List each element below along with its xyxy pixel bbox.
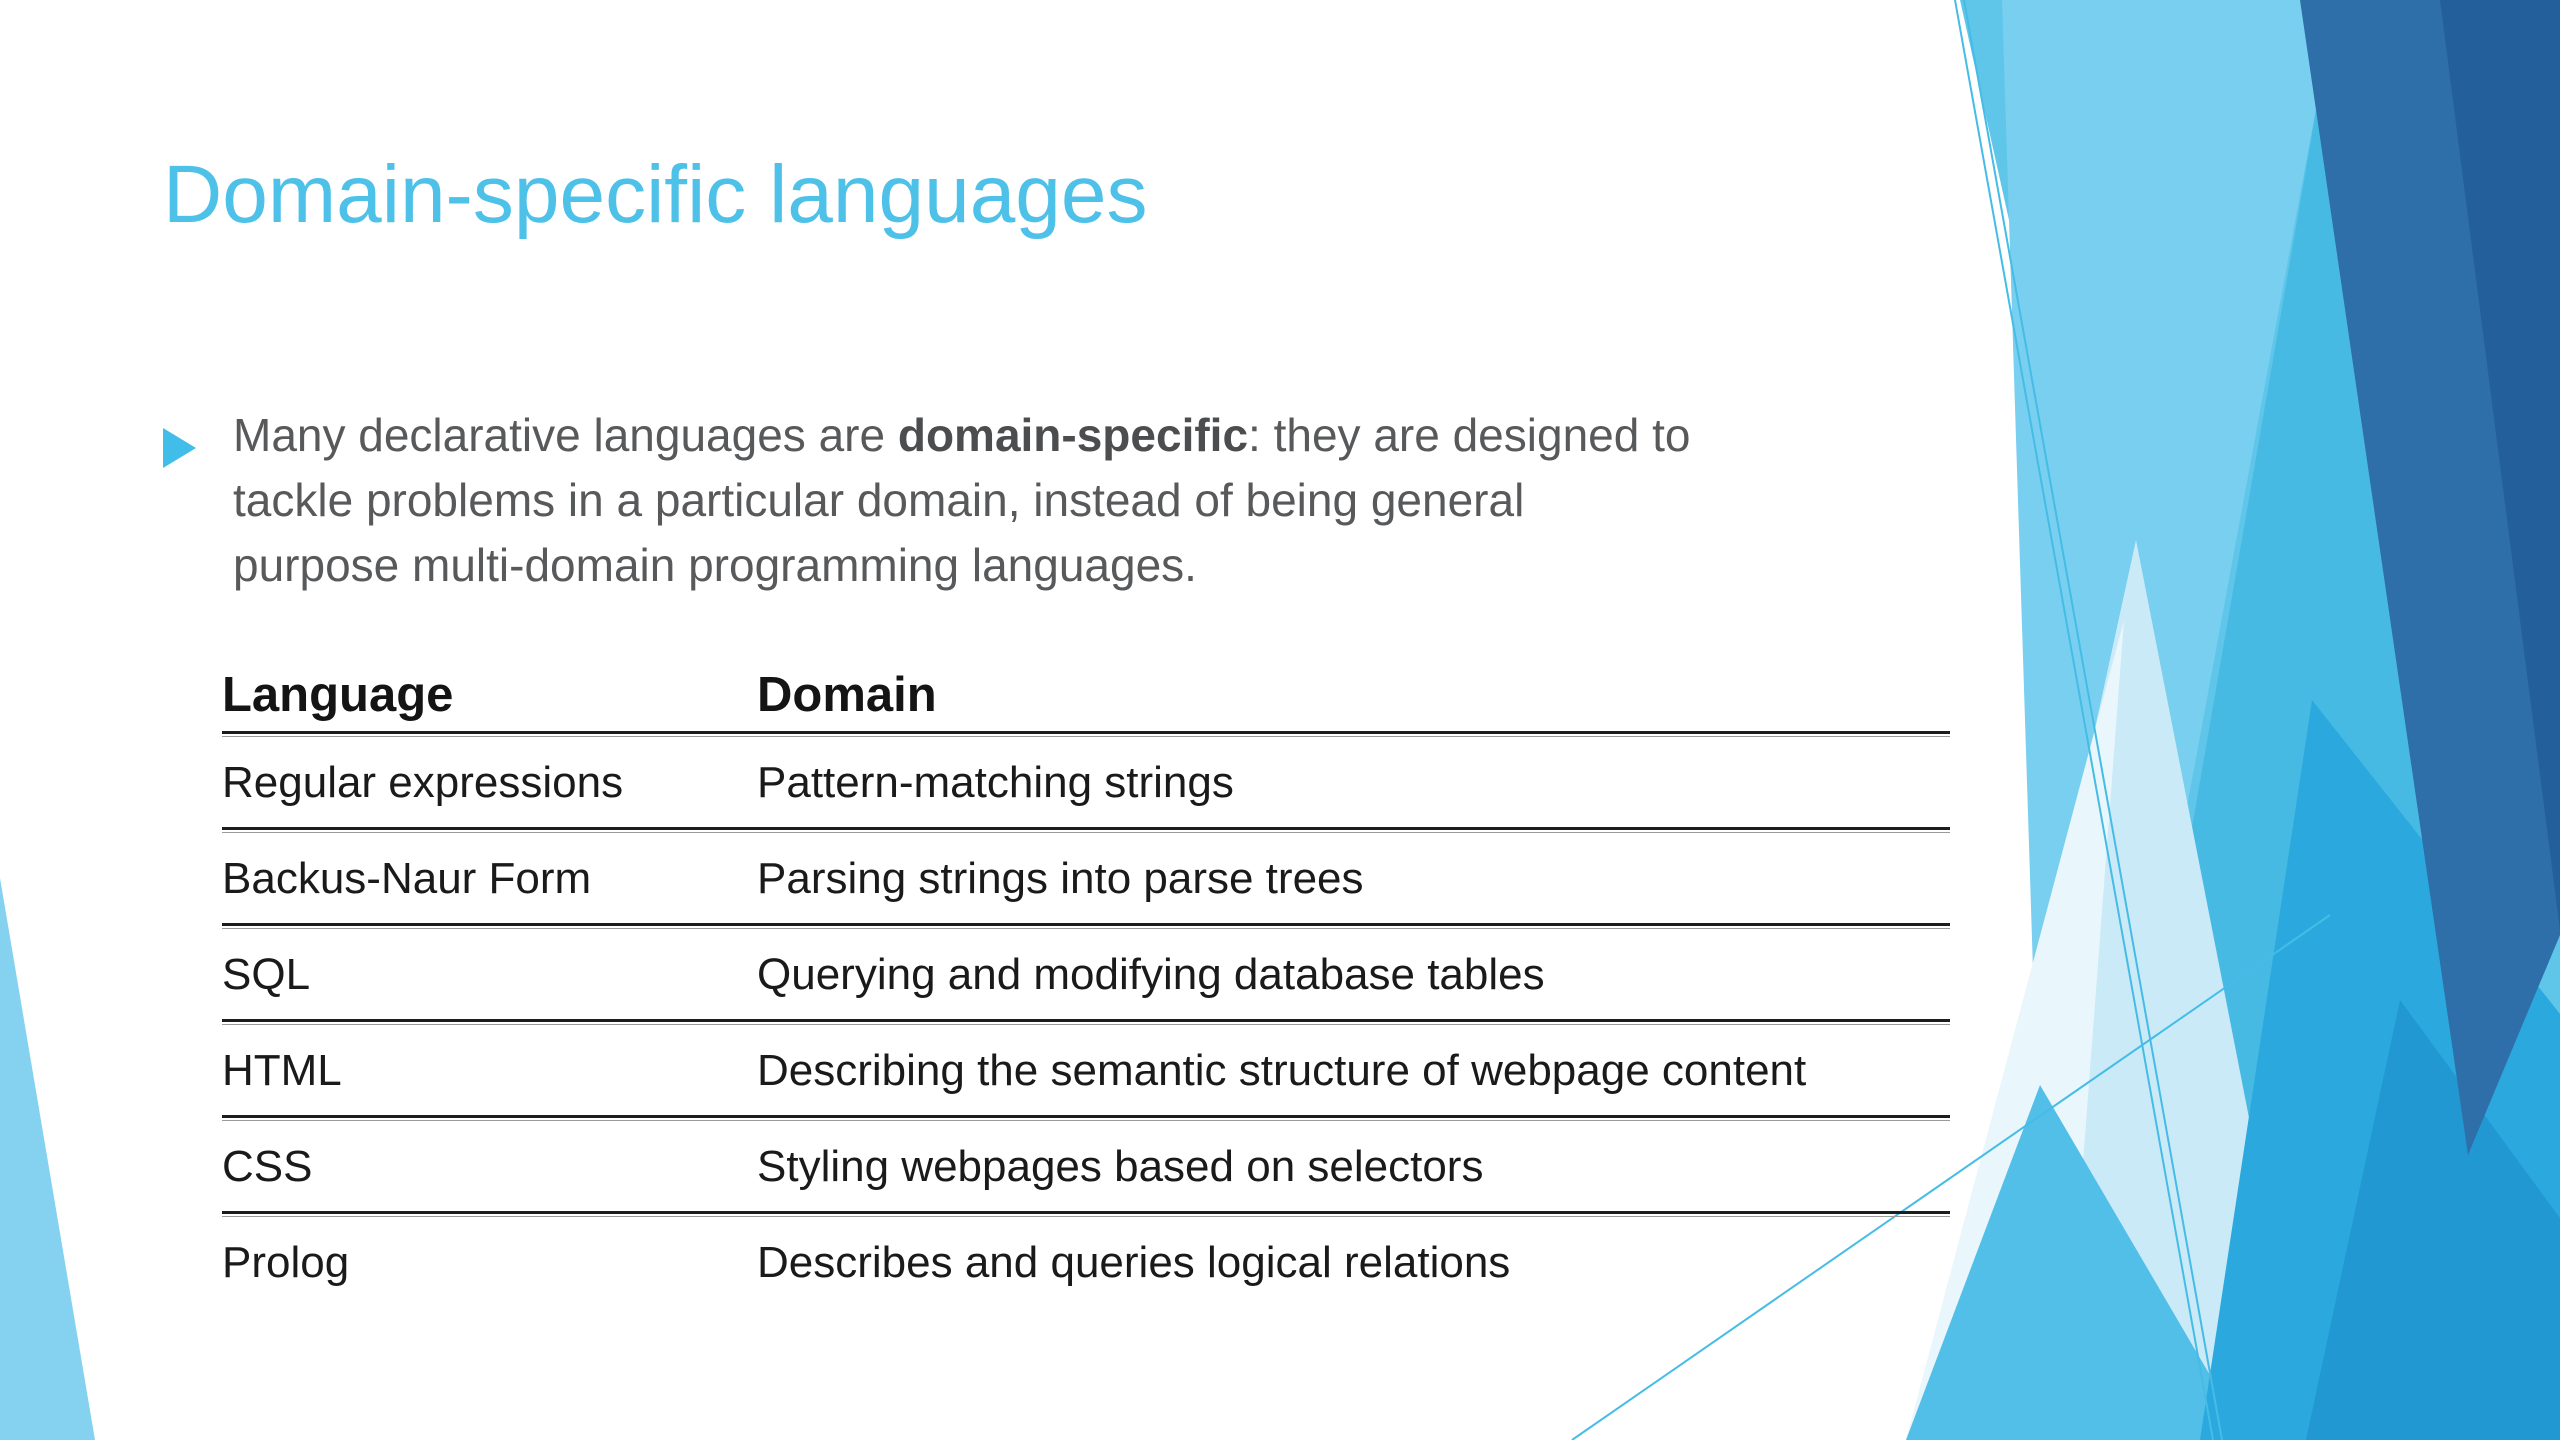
table-cell-domain: Styling webpages based on selectors	[757, 1141, 1484, 1191]
accent-line-left-a	[1954, 0, 2214, 1440]
table-cell-language: CSS	[222, 1141, 313, 1191]
table-cell-language: Prolog	[222, 1237, 350, 1287]
table-row: SQL Querying and modifying database tabl…	[222, 930, 1950, 1019]
bullet-triangle-icon	[163, 428, 196, 468]
table-cell-language: HTML	[222, 1045, 342, 1095]
accent-line-left-b	[1963, 0, 2223, 1440]
table-row: Regular expressions Pattern-matching str…	[222, 738, 1950, 827]
facet-deeper-sky-wedge	[2306, 1000, 2560, 1440]
table-cell-language: Regular expressions	[222, 757, 624, 807]
table-rule	[222, 1019, 1950, 1026]
col-header-domain: Domain	[757, 668, 937, 722]
table-cell-domain: Parsing strings into parse trees	[757, 853, 1364, 903]
table-rule	[222, 923, 1950, 930]
accent-line-cross	[1571, 914, 2331, 1440]
table-header-row: Language Domain	[222, 645, 1950, 731]
table-row: Prolog Describes and queries logical rel…	[222, 1218, 1950, 1307]
facet-dark-navy-corner	[2440, 0, 2560, 930]
table-cell-language: SQL	[222, 949, 311, 999]
bullet-line-2: tackle problems in a particular domain, …	[233, 474, 1525, 526]
table-cell-domain: Querying and modifying database tables	[757, 949, 1545, 999]
table-cell-domain: Pattern-matching strings	[757, 757, 1234, 807]
bullet-line-1-post: : they are designed to	[1248, 409, 1691, 461]
table-row: Backus-Naur Form Parsing strings into pa…	[222, 834, 1950, 923]
table-row: CSS Styling webpages based on selectors	[222, 1122, 1950, 1211]
table-rule	[222, 1115, 1950, 1122]
dsl-table: Language Domain Regular expressions Patt…	[222, 645, 1950, 1307]
page-title: Domain-specific languages	[163, 149, 1148, 240]
col-header-language: Language	[222, 668, 454, 722]
bullet-line-1: Many declarative languages are domain-sp…	[233, 403, 1933, 468]
table-cell-domain: Describing the semantic structure of web…	[757, 1045, 1807, 1095]
bullet-line-1-bold: domain-specific	[897, 409, 1249, 461]
facet-bottom-left-wedge	[1906, 1085, 2248, 1440]
table-rule	[222, 827, 1950, 834]
bullet-paragraph: Many declarative languages are domain-sp…	[233, 403, 1933, 598]
table-rule	[222, 1211, 1950, 1218]
corner-wedge	[0, 878, 95, 1440]
table-cell-language: Backus-Naur Form	[222, 853, 592, 903]
table-cell-domain: Describes and queries logical relations	[757, 1237, 1511, 1287]
bullet-line-3: purpose multi-domain programming languag…	[233, 539, 1197, 591]
table-rule	[222, 731, 1950, 738]
bullet-line-1-pre: Many declarative languages are	[233, 409, 898, 461]
table-row: HTML Describing the semantic structure o…	[222, 1026, 1950, 1115]
